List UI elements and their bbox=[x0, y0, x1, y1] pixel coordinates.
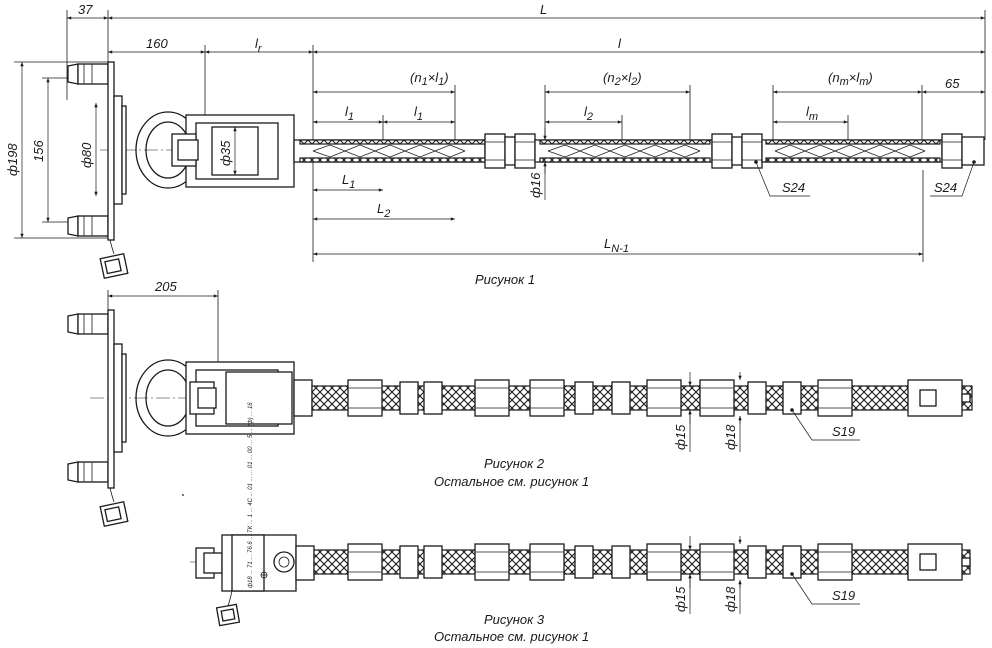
dim-156: 156 bbox=[31, 140, 46, 162]
label-s19-fig2: S19 bbox=[832, 424, 855, 439]
dim-d18-fig3: ф18 bbox=[723, 586, 738, 612]
label-s24-a: S24 bbox=[782, 180, 805, 195]
flange-assembly-fig2 bbox=[67, 309, 300, 528]
dim-d198: ф198 bbox=[5, 143, 20, 176]
flange-assembly-fig1: ф35 bbox=[67, 61, 310, 280]
dim-LN-1: LN-1 bbox=[604, 236, 629, 255]
dim-l1-b: l1 bbox=[414, 104, 423, 123]
dim-n1-l1: (n1×l1) bbox=[410, 70, 449, 88]
dim-l: l bbox=[618, 36, 622, 51]
figure-3: ф18 ... 71 ... 76.6 ... ТК ... 1 ... 4С … bbox=[190, 402, 971, 644]
coupling-fig3: ф18 ... 71 ... 76.6 ... ТК ... 1 ... 4С … bbox=[195, 402, 297, 627]
hose-fig3: ф15 ф18 S19 bbox=[295, 536, 971, 614]
dim-160: 160 bbox=[146, 36, 168, 51]
label-s19-fig3: S19 bbox=[832, 588, 855, 603]
dim-l2: l2 bbox=[584, 104, 593, 123]
dim-lr: lr bbox=[255, 36, 263, 55]
dim-d80: ф80 bbox=[79, 142, 94, 168]
dim-L1: L1 bbox=[342, 172, 355, 191]
caption-fig3: Рисунок 3 bbox=[484, 612, 545, 627]
caption-fig2-note: Остальное см. рисунок 1 bbox=[434, 474, 589, 489]
caption-fig2: Рисунок 2 bbox=[484, 456, 545, 471]
hose-fig1: ф16 S24 S24 bbox=[293, 128, 985, 200]
dim-37: 37 bbox=[78, 2, 93, 17]
label-s24-b: S24 bbox=[934, 180, 957, 195]
dim-L2: L2 bbox=[377, 201, 390, 220]
figure-2: 205 bbox=[67, 279, 973, 528]
dim-65: 65 bbox=[945, 76, 960, 91]
caption-fig1: Рисунок 1 bbox=[475, 272, 535, 287]
dim-d15-fig3: ф15 bbox=[673, 586, 688, 612]
dim-l1-a: l1 bbox=[345, 104, 354, 123]
dim-d16: ф16 bbox=[528, 172, 543, 198]
dim-d18-fig2: ф18 bbox=[723, 424, 738, 450]
figure-1: 37 L 160 lr l (n1×l1) (n2×l2) (nm×lm) 65 bbox=[5, 2, 986, 287]
dim-205: 205 bbox=[154, 279, 177, 294]
overall-dimensions: 37 L 160 lr l (n1×l1) (n2×l2) (nm×lm) 65 bbox=[66, 2, 986, 262]
dim-d15-fig2: ф15 bbox=[673, 424, 688, 450]
nameplate-text: ф18 ... 71 ... 76.6 ... ТК ... 1 ... 4С … bbox=[248, 402, 254, 588]
dim-lm: lm bbox=[806, 104, 818, 123]
hose-fig2: ф15 ф18 S19 bbox=[293, 372, 973, 452]
dim-nm-lm: (nm×lm) bbox=[828, 70, 873, 88]
flange-dimensions: ф198 156 ф80 bbox=[5, 61, 110, 239]
caption-fig3-note: Остальное см. рисунок 1 bbox=[434, 629, 589, 644]
dim-n2-l2: (n2×l2) bbox=[603, 70, 642, 88]
dim-L: L bbox=[540, 2, 547, 17]
dim-d35: ф35 bbox=[218, 140, 233, 166]
